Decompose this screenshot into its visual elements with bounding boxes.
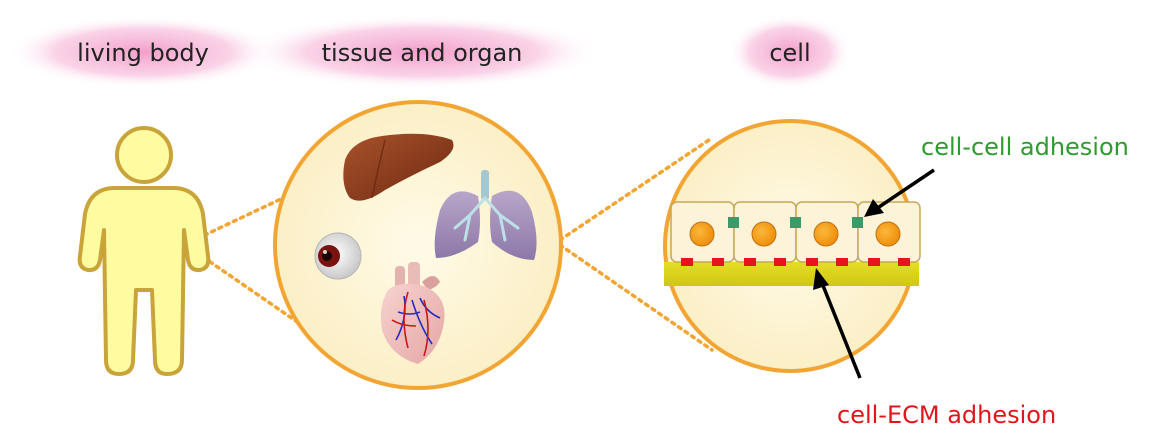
- tissue-and-organ-label: tissue and organ: [322, 39, 523, 67]
- cell-circle: [664, 121, 920, 371]
- anchor-4: [774, 258, 786, 266]
- human-figure: [80, 128, 209, 374]
- header-living-body: living body: [8, 16, 278, 88]
- anchor-1: [681, 258, 693, 266]
- anchor-7: [868, 258, 880, 266]
- nucleus-1: [690, 222, 714, 246]
- header-tissue-and-organ: tissue and organ: [244, 15, 600, 89]
- body: [80, 188, 209, 374]
- nucleus-3: [814, 222, 838, 246]
- head: [117, 128, 171, 182]
- ecm-layer: [664, 262, 919, 286]
- anchor-5: [806, 258, 818, 266]
- tissue-organ-circle: [275, 102, 561, 388]
- anchor-3: [744, 258, 756, 266]
- cell-label: cell: [769, 39, 810, 67]
- nucleus-4: [876, 222, 900, 246]
- anchor-8: [898, 258, 910, 266]
- eyeball-icon: [315, 233, 361, 279]
- junction-2: [790, 217, 801, 228]
- living-body-label: living body: [77, 39, 209, 67]
- anchor-6: [836, 258, 848, 266]
- cell-ecm-adhesion-label: cell-ECM adhesion: [837, 401, 1056, 429]
- junction-1: [728, 217, 739, 228]
- header-cell: cell: [728, 15, 852, 89]
- junction-3: [852, 217, 863, 228]
- cell-cell-adhesion-label: cell-cell adhesion: [921, 133, 1129, 161]
- anchor-2: [712, 258, 724, 266]
- nucleus-2: [752, 222, 776, 246]
